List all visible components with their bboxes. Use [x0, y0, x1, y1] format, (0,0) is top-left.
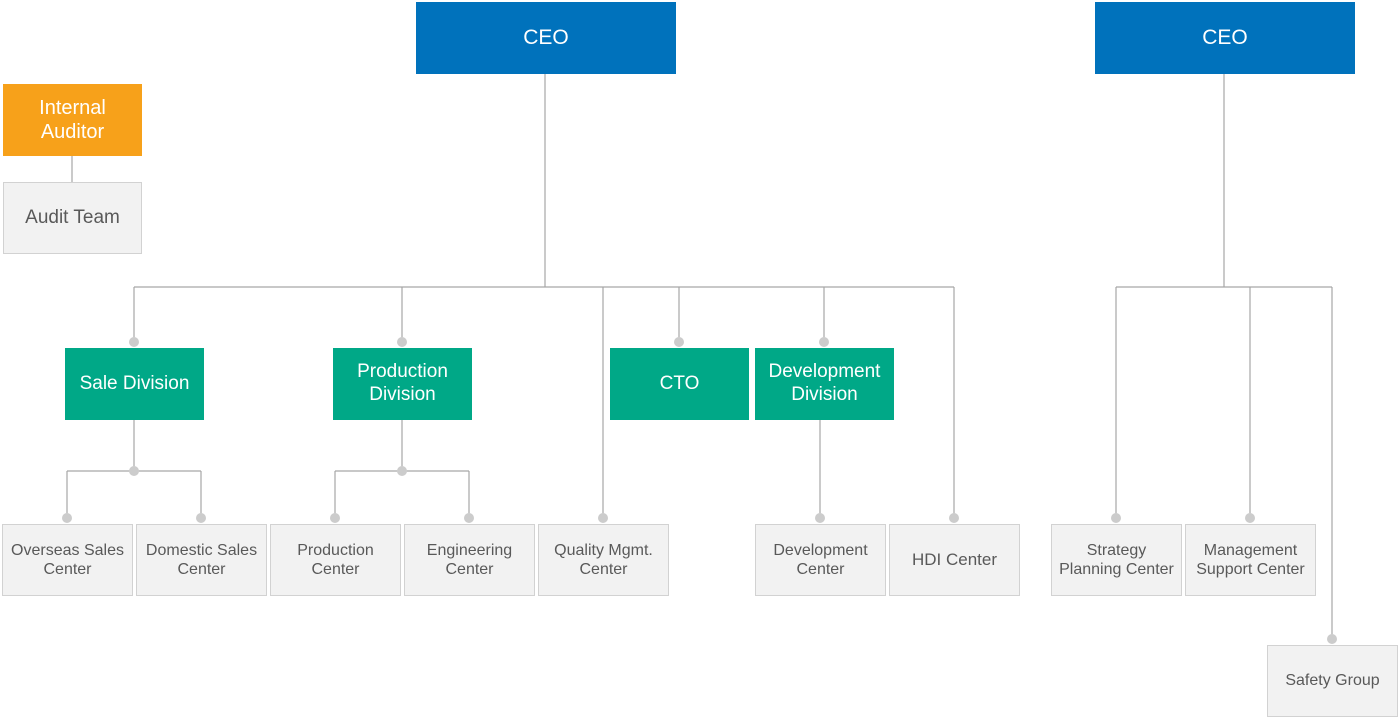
domestic-sales-center-label: Domestic Sales Center: [145, 541, 258, 578]
node-dot: [62, 513, 72, 523]
strategy-planning-center-label: Strategy Planning Center: [1059, 541, 1174, 578]
ceo-box-left: CEO: [416, 2, 676, 74]
production-division-box: Production Division: [333, 348, 472, 420]
node-dot: [129, 466, 139, 476]
production-center-label: Production Center: [297, 541, 374, 578]
node-dot: [1245, 513, 1255, 523]
overseas-sales-center-label: Overseas Sales Center: [11, 541, 124, 578]
node-dot: [819, 337, 829, 347]
safety-group-box: Safety Group: [1267, 645, 1398, 717]
node-dot: [598, 513, 608, 523]
ceo-label-right: CEO: [1202, 26, 1248, 50]
node-dot: [674, 337, 684, 347]
domestic-sales-center-box: Domestic Sales Center: [136, 524, 267, 596]
production-division-label: Production Division: [357, 361, 448, 405]
ceo-label-left: CEO: [523, 26, 569, 50]
quality-mgmt-center-box: Quality Mgmt. Center: [538, 524, 669, 596]
development-division-label: Development Division: [768, 361, 881, 405]
development-center-label: Development Center: [773, 541, 868, 578]
node-dot: [330, 513, 340, 523]
production-center-box: Production Center: [270, 524, 401, 596]
node-dots: [62, 337, 1337, 644]
ceo-box-right: CEO: [1095, 2, 1355, 74]
development-division-box: Development Division: [755, 348, 894, 420]
sale-division-box: Sale Division: [65, 348, 204, 420]
cto-box: CTO: [610, 348, 749, 420]
engineering-center-box: Engineering Center: [404, 524, 535, 596]
strategy-planning-center-box: Strategy Planning Center: [1051, 524, 1182, 596]
node-dot: [397, 466, 407, 476]
node-dot: [1327, 634, 1337, 644]
management-support-center-box: Management Support Center: [1185, 524, 1316, 596]
overseas-sales-center-box: Overseas Sales Center: [2, 524, 133, 596]
quality-mgmt-center-label: Quality Mgmt. Center: [554, 541, 653, 578]
development-center-box: Development Center: [755, 524, 886, 596]
node-dot: [1111, 513, 1121, 523]
node-dot: [815, 513, 825, 523]
hdi-center-label: HDI Center: [911, 549, 998, 569]
node-dot: [129, 337, 139, 347]
audit-team-label: Audit Team: [25, 206, 120, 228]
node-dot: [464, 513, 474, 523]
node-dot: [949, 513, 959, 523]
cto-label: CTO: [659, 372, 700, 394]
internal-auditor-box: Internal Auditor: [3, 84, 142, 156]
hdi-center-box: HDI Center: [889, 524, 1020, 596]
internal-auditor-label: Internal Auditor: [39, 97, 106, 143]
node-dot: [196, 513, 206, 523]
safety-group-label: Safety Group: [1285, 672, 1380, 690]
engineering-center-label: Engineering Center: [426, 541, 513, 578]
management-support-center-label: Management Support Center: [1196, 541, 1305, 578]
audit-team-box: Audit Team: [3, 182, 142, 254]
node-dot: [397, 337, 407, 347]
sale-division-label: Sale Division: [79, 372, 190, 394]
